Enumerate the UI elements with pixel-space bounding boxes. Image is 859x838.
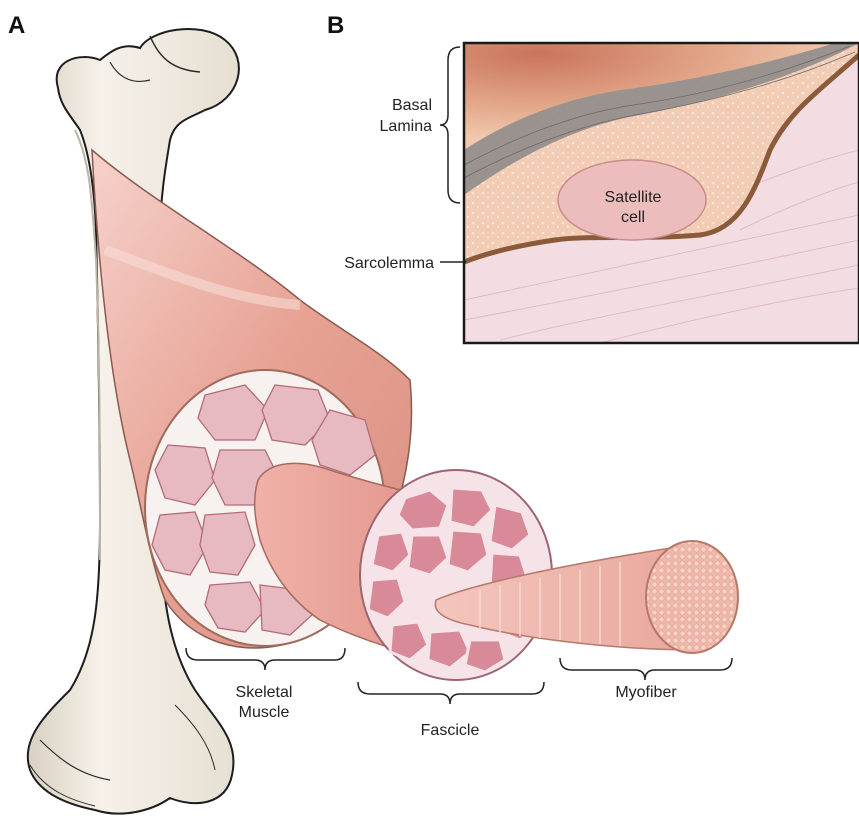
basal-lamina-bracket: [440, 47, 460, 203]
panel-label-b: B: [327, 12, 344, 39]
panel-b-inset: [464, 43, 859, 343]
label-sarcolemma: Sarcolemma: [344, 255, 434, 272]
label-skeletal-muscle-1: Skeletal: [236, 684, 293, 701]
label-myofiber: Myofiber: [615, 684, 677, 701]
label-satellite-cell-2: cell: [621, 209, 645, 226]
label-skeletal-muscle-2: Muscle: [239, 704, 290, 721]
panel-label-a: A: [8, 12, 25, 39]
label-fascicle: Fascicle: [421, 722, 480, 739]
label-basal-lamina-2: Lamina: [380, 118, 433, 135]
label-basal-lamina-1: Basal: [392, 97, 432, 114]
label-satellite-cell-1: Satellite: [605, 189, 662, 206]
fascicle: [255, 463, 552, 680]
